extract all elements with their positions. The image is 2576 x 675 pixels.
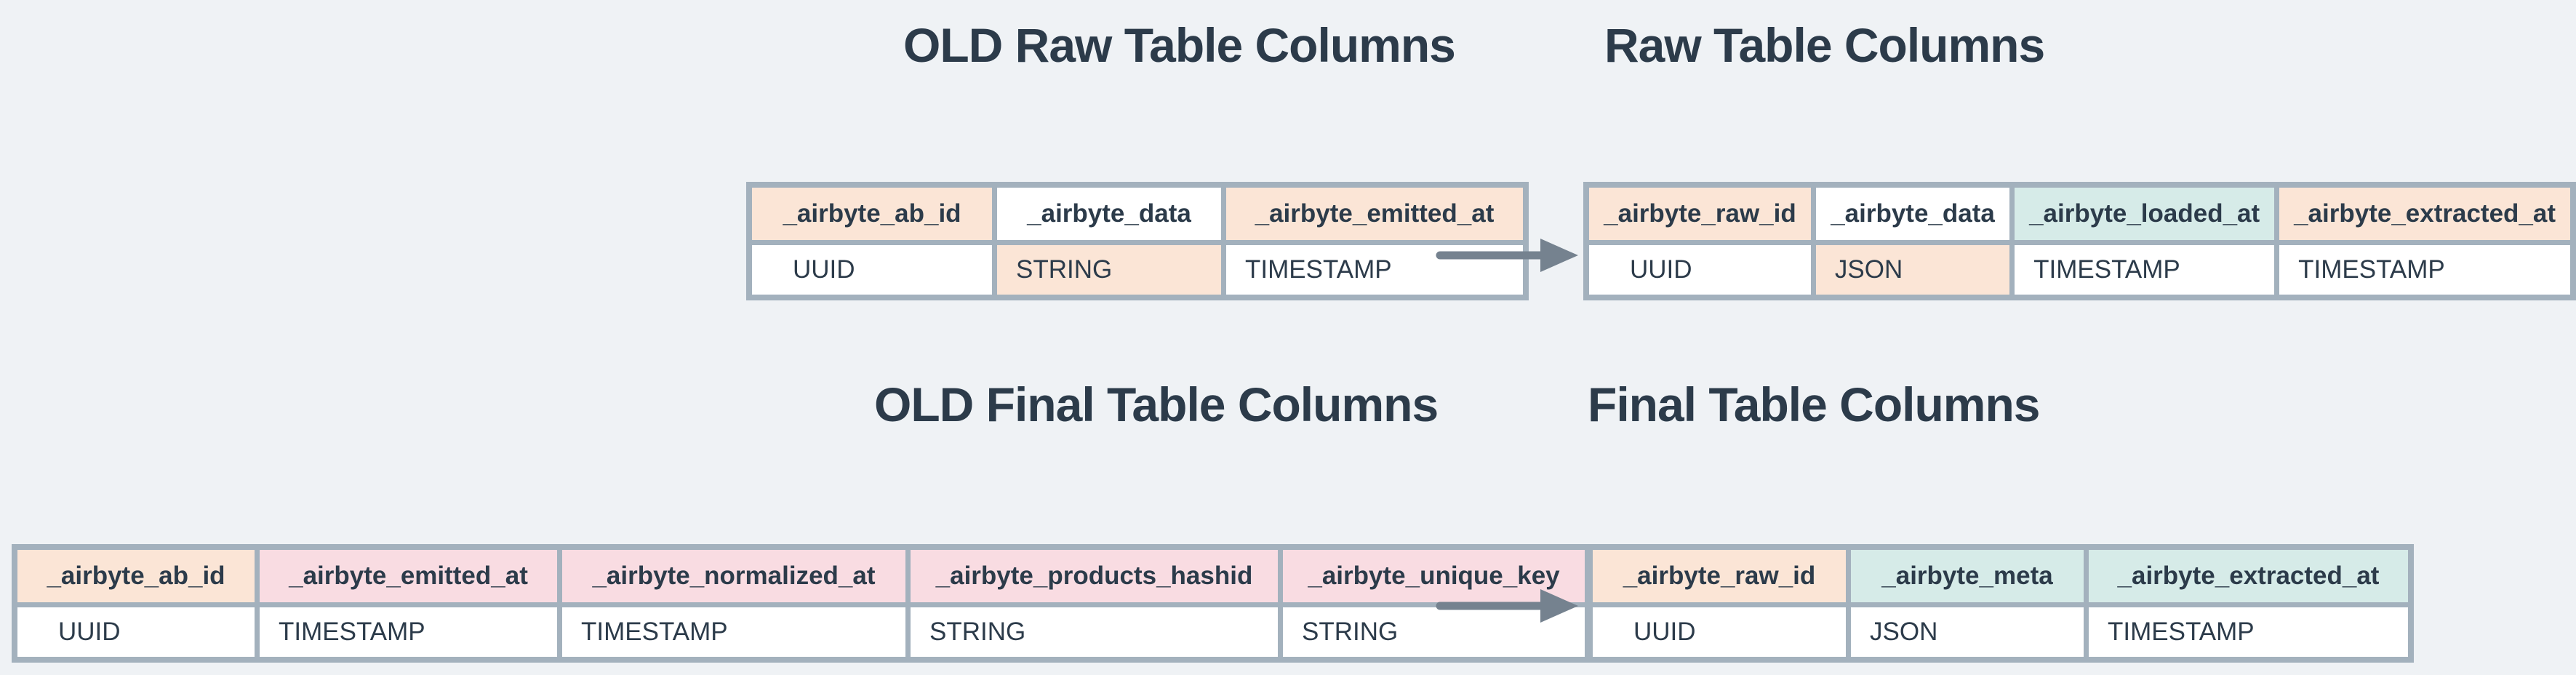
old-raw-table-title: OLD Raw Table Columns [903,18,1456,72]
column-type-cell: STRING [992,240,1226,300]
column-type-cell: UUID [746,240,997,300]
raw-table: _airbyte_raw_id_airbyte_data_airbyte_loa… [1583,182,2576,300]
column-type-cell: UUID [12,602,260,663]
column-type-cell: JSON [1846,602,2089,663]
final-table-columns-grid: _airbyte_raw_id_airbyte_meta_airbyte_ext… [1587,544,2414,663]
old-final-table-title: OLD Final Table Columns [874,378,1439,431]
column-header-cell: _airbyte_raw_id [1587,544,1851,607]
column-type-cell: TIMESTAMP [255,602,562,663]
old-raw-table-columns-grid: _airbyte_ab_id_airbyte_data_airbyte_emit… [746,182,1529,300]
column-type-cell: TIMESTAMP [2274,240,2576,300]
column-type-cell: JSON [1810,240,2015,300]
column-header-cell: _airbyte_meta [1846,544,2089,607]
column-type-cell: UUID [1583,240,1816,300]
column-header-cell: _airbyte_unique_key [1278,544,1591,607]
raw-table-title: Raw Table Columns [1604,18,2045,72]
column-type-cell: TIMESTAMP [2009,240,2280,300]
column-type-cell: STRING [1278,602,1591,663]
old-final-table-columns-grid: _airbyte_ab_id_airbyte_emitted_at_airbyt… [12,544,1591,663]
column-header-cell: _airbyte_emitted_at [255,544,562,607]
column-header-cell: _airbyte_products_hashid [905,544,1283,607]
column-header-cell: _airbyte_data [1810,182,2015,245]
column-type-cell: TIMESTAMP [557,602,911,663]
column-header-cell: _airbyte_extracted_at [2274,182,2576,245]
raw-table-columns-grid: _airbyte_raw_id_airbyte_data_airbyte_loa… [1583,182,2576,300]
column-header-cell: _airbyte_ab_id [12,544,260,607]
column-type-cell: TIMESTAMP [2084,602,2414,663]
raw-migration-arrow-icon [1433,233,1582,281]
column-header-cell: _airbyte_emitted_at [1221,182,1529,245]
column-header-cell: _airbyte_ab_id [746,182,997,245]
column-type-cell: STRING [905,602,1283,663]
column-header-cell: _airbyte_extracted_at [2084,544,2414,607]
final-table: _airbyte_raw_id_airbyte_meta_airbyte_ext… [1587,544,2414,663]
column-header-cell: _airbyte_loaded_at [2009,182,2280,245]
column-header-cell: _airbyte_normalized_at [557,544,911,607]
column-header-cell: _airbyte_data [992,182,1226,245]
column-type-cell: UUID [1587,602,1851,663]
final-table-title: Final Table Columns [1588,378,2041,431]
final-migration-arrow-icon [1433,583,1582,632]
old-raw-table: _airbyte_ab_id_airbyte_data_airbyte_emit… [746,182,1529,300]
old-final-table: _airbyte_ab_id_airbyte_emitted_at_airbyt… [12,544,1591,663]
column-header-cell: _airbyte_raw_id [1583,182,1816,245]
